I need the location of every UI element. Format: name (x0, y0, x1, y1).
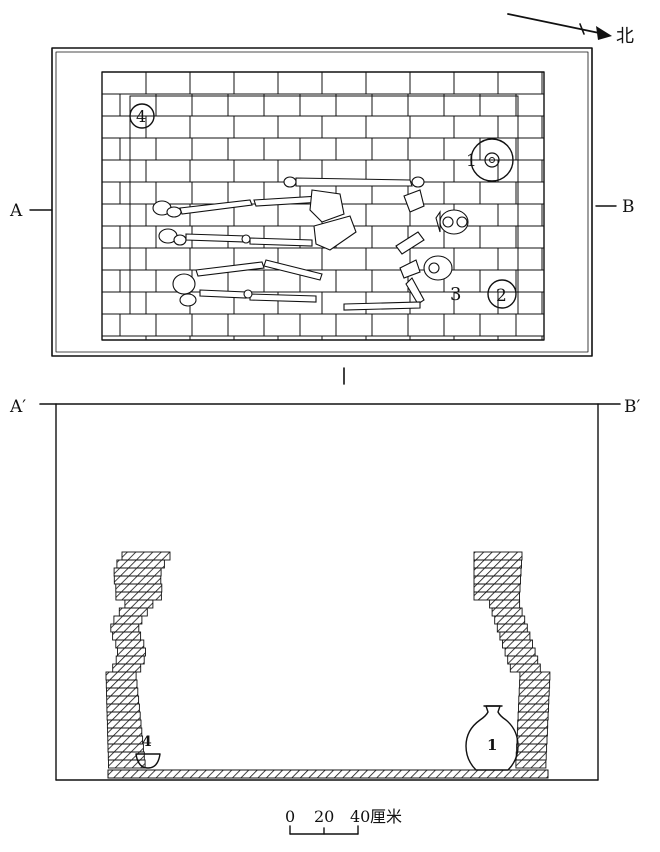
wall-brick (112, 631, 142, 641)
skeleton-upper (152, 176, 425, 223)
wall-brick (473, 551, 523, 561)
wall-brick (502, 639, 533, 649)
wall-brick (106, 687, 139, 697)
section-find-1-label: 1 (487, 736, 497, 754)
wall-brick (106, 695, 140, 705)
wall-brick (518, 695, 550, 705)
wall-brick (489, 599, 521, 609)
wall-brick (473, 559, 522, 569)
wall-brick (499, 631, 531, 641)
left-brick-wall (105, 551, 171, 769)
wall-brick (473, 583, 521, 593)
wall-brick (107, 727, 143, 737)
plan-view: A B (9, 47, 635, 385)
wall-brick (105, 671, 137, 681)
wall-brick (124, 599, 154, 609)
wall-brick (519, 679, 551, 689)
wall-brick (116, 559, 165, 569)
wall-brick (115, 583, 163, 593)
wall-brick (106, 719, 142, 729)
skeleton-middle (158, 215, 357, 251)
find-4: 4 (129, 103, 155, 129)
wall-brick (107, 735, 144, 745)
wall-brick (108, 759, 146, 769)
right-brick-wall (473, 551, 551, 769)
find-3-label: 3 (450, 284, 461, 305)
label-a: A (9, 201, 23, 221)
north-arrow: 北 (507, 13, 634, 47)
wall-brick (113, 575, 162, 585)
wall-brick (107, 743, 144, 753)
scale-tick-0: 0 (285, 807, 295, 826)
section-find-1-jar: 1 (465, 705, 519, 771)
scale-bar: 0 20 40 厘米 (285, 807, 402, 835)
wall-brick (518, 703, 549, 713)
wall-brick (105, 679, 138, 689)
wall-brick (518, 687, 550, 697)
wall-brick (110, 623, 140, 633)
label-b: B (622, 197, 635, 217)
wall-brick (473, 575, 521, 585)
wall-brick (115, 639, 145, 649)
wall-brick (496, 623, 528, 633)
wall-brick (494, 615, 526, 625)
wall-brick (115, 591, 162, 601)
find-2: 2 (487, 279, 517, 309)
wall-brick (107, 751, 145, 761)
wall-brick (115, 655, 145, 665)
wall-brick (517, 719, 549, 729)
find-1-plate: 1 (466, 138, 514, 182)
label-a-prime: A′ (9, 397, 26, 417)
find-4-label: 4 (136, 107, 146, 126)
section-view: A′ B′ 4 1 (9, 397, 640, 781)
scale-tick-20: 20 (314, 807, 334, 826)
wall-brick (516, 735, 548, 745)
wall-brick (504, 647, 536, 657)
wall-brick (517, 711, 549, 721)
scale-tick-40: 40 (350, 807, 370, 826)
find-1-label: 1 (466, 151, 477, 171)
skeleton-lower (172, 259, 323, 307)
section-find-4-bowl: 4 (135, 734, 161, 769)
wall-brick (117, 647, 146, 657)
wall-brick (519, 671, 551, 681)
wall-brick (516, 727, 548, 737)
north-label: 北 (616, 26, 634, 47)
wall-brick (473, 567, 522, 577)
wall-brick (507, 655, 539, 665)
skeleton-right (343, 209, 469, 311)
scale-unit: 厘米 (370, 807, 402, 826)
wall-brick (113, 567, 162, 577)
wall-brick (473, 591, 520, 601)
wall-brick (509, 663, 541, 673)
wall-brick (491, 607, 523, 617)
wall-brick (106, 711, 141, 721)
wall-brick (516, 743, 548, 753)
label-b-prime: B′ (624, 397, 640, 417)
wall-brick (121, 551, 171, 561)
wall-brick (113, 615, 143, 625)
find-2-label: 2 (496, 286, 507, 306)
wall-brick (106, 703, 140, 713)
wall-brick (112, 663, 142, 673)
wall-brick (515, 751, 547, 761)
wall-brick (515, 759, 547, 769)
wall-brick (118, 607, 148, 617)
section-find-4-label: 4 (142, 734, 152, 750)
